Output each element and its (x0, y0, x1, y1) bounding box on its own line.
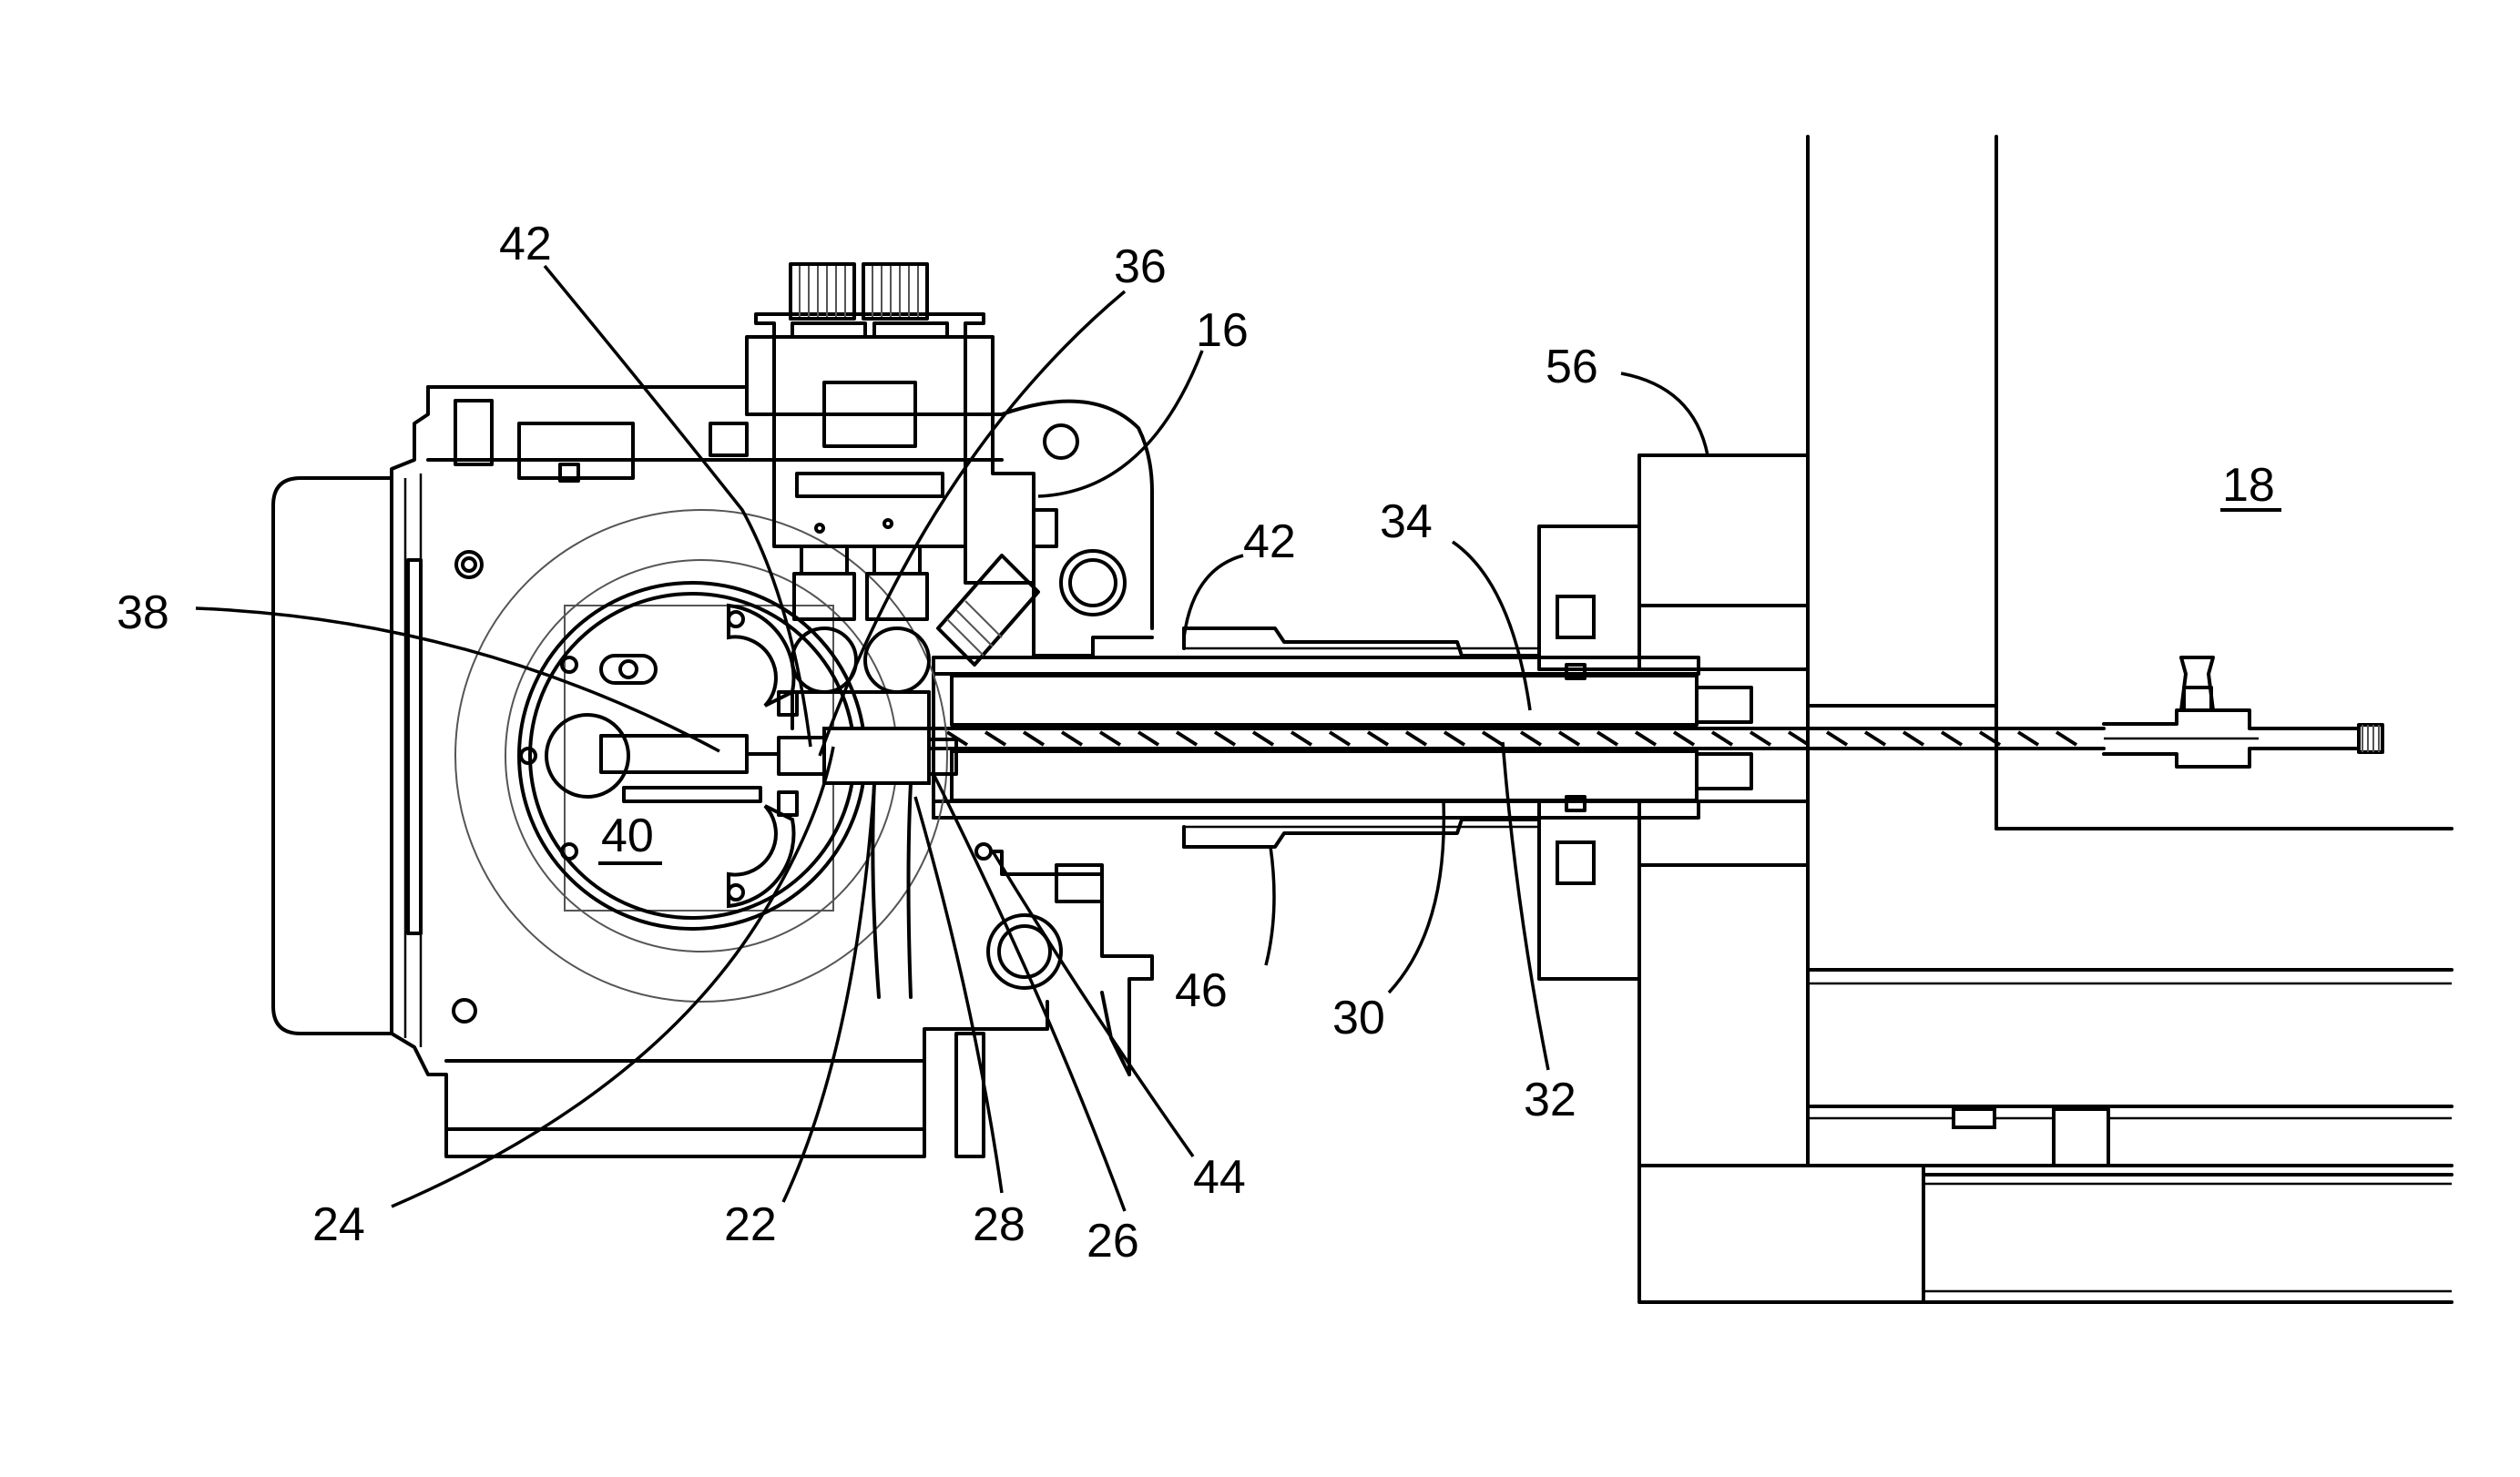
ref-42-mid: 42 (1243, 515, 1296, 568)
coil-turn (1062, 732, 1082, 745)
coil-turn (2056, 732, 2076, 745)
coil-turn (1138, 732, 1158, 745)
coil-turn (1750, 732, 1770, 745)
coil-turn (1636, 732, 1656, 745)
leader-30 (1389, 801, 1444, 993)
ref-30: 30 (1332, 992, 1385, 1044)
leader-26 (934, 774, 1125, 1211)
leader-46 (1266, 847, 1274, 965)
leader-36 (820, 291, 1125, 756)
leader-32 (1503, 742, 1548, 1070)
coil-turn (1942, 732, 1962, 745)
coil-turn (1827, 732, 1847, 745)
ref-46: 46 (1175, 964, 1228, 1017)
ref-32: 32 (1524, 1074, 1576, 1126)
coil-turn (2018, 732, 2038, 745)
instrument-housing (1639, 137, 2452, 1302)
spiral-heater-coil (947, 732, 2076, 745)
coil-turn (1330, 732, 1350, 745)
coil-turn (1177, 732, 1197, 745)
leader-44 (993, 851, 1193, 1156)
coil-turn (1903, 732, 1923, 745)
coil-turn (1406, 732, 1426, 745)
ref-26: 26 (1087, 1215, 1139, 1268)
coil-turn (1291, 732, 1311, 745)
coil-turn (1521, 732, 1541, 745)
coil-turn (1253, 732, 1273, 745)
ref-22: 22 (724, 1198, 777, 1251)
coil-turn (1712, 732, 1732, 745)
interface-flange (1539, 455, 1808, 1166)
ref-24: 24 (312, 1198, 365, 1251)
ref-16: 16 (1196, 304, 1249, 357)
coil-turn (1024, 732, 1044, 745)
coil-turn (1215, 732, 1235, 745)
coil-turn (1368, 732, 1388, 745)
ref-34: 34 (1380, 495, 1433, 548)
ref-44: 44 (1193, 1151, 1246, 1204)
coil-turn (1597, 732, 1617, 745)
ref-42-top: 42 (499, 218, 552, 270)
coil-turn (1444, 732, 1464, 745)
ref-18: 18 (2222, 459, 2275, 512)
knurled-knobs (791, 264, 927, 319)
coil-turn (1865, 732, 1885, 745)
coil-turn (985, 732, 1005, 745)
ref-38: 38 (117, 586, 169, 639)
coil-turn (1789, 732, 1809, 745)
ref-40: 40 (601, 810, 654, 862)
coil-turn (1559, 732, 1579, 745)
leader-34 (1453, 542, 1530, 710)
leader-42-mid (1184, 555, 1243, 637)
leader-16 (1038, 351, 1202, 496)
probe-assembly (911, 628, 2382, 847)
coil-turn (1674, 732, 1694, 745)
ref-36: 36 (1114, 240, 1167, 293)
leader-56 (1621, 373, 1708, 455)
ref-28: 28 (973, 1198, 1025, 1251)
coil-turn (1483, 732, 1503, 745)
ref-56: 56 (1546, 341, 1598, 393)
coil-turn (1100, 732, 1120, 745)
